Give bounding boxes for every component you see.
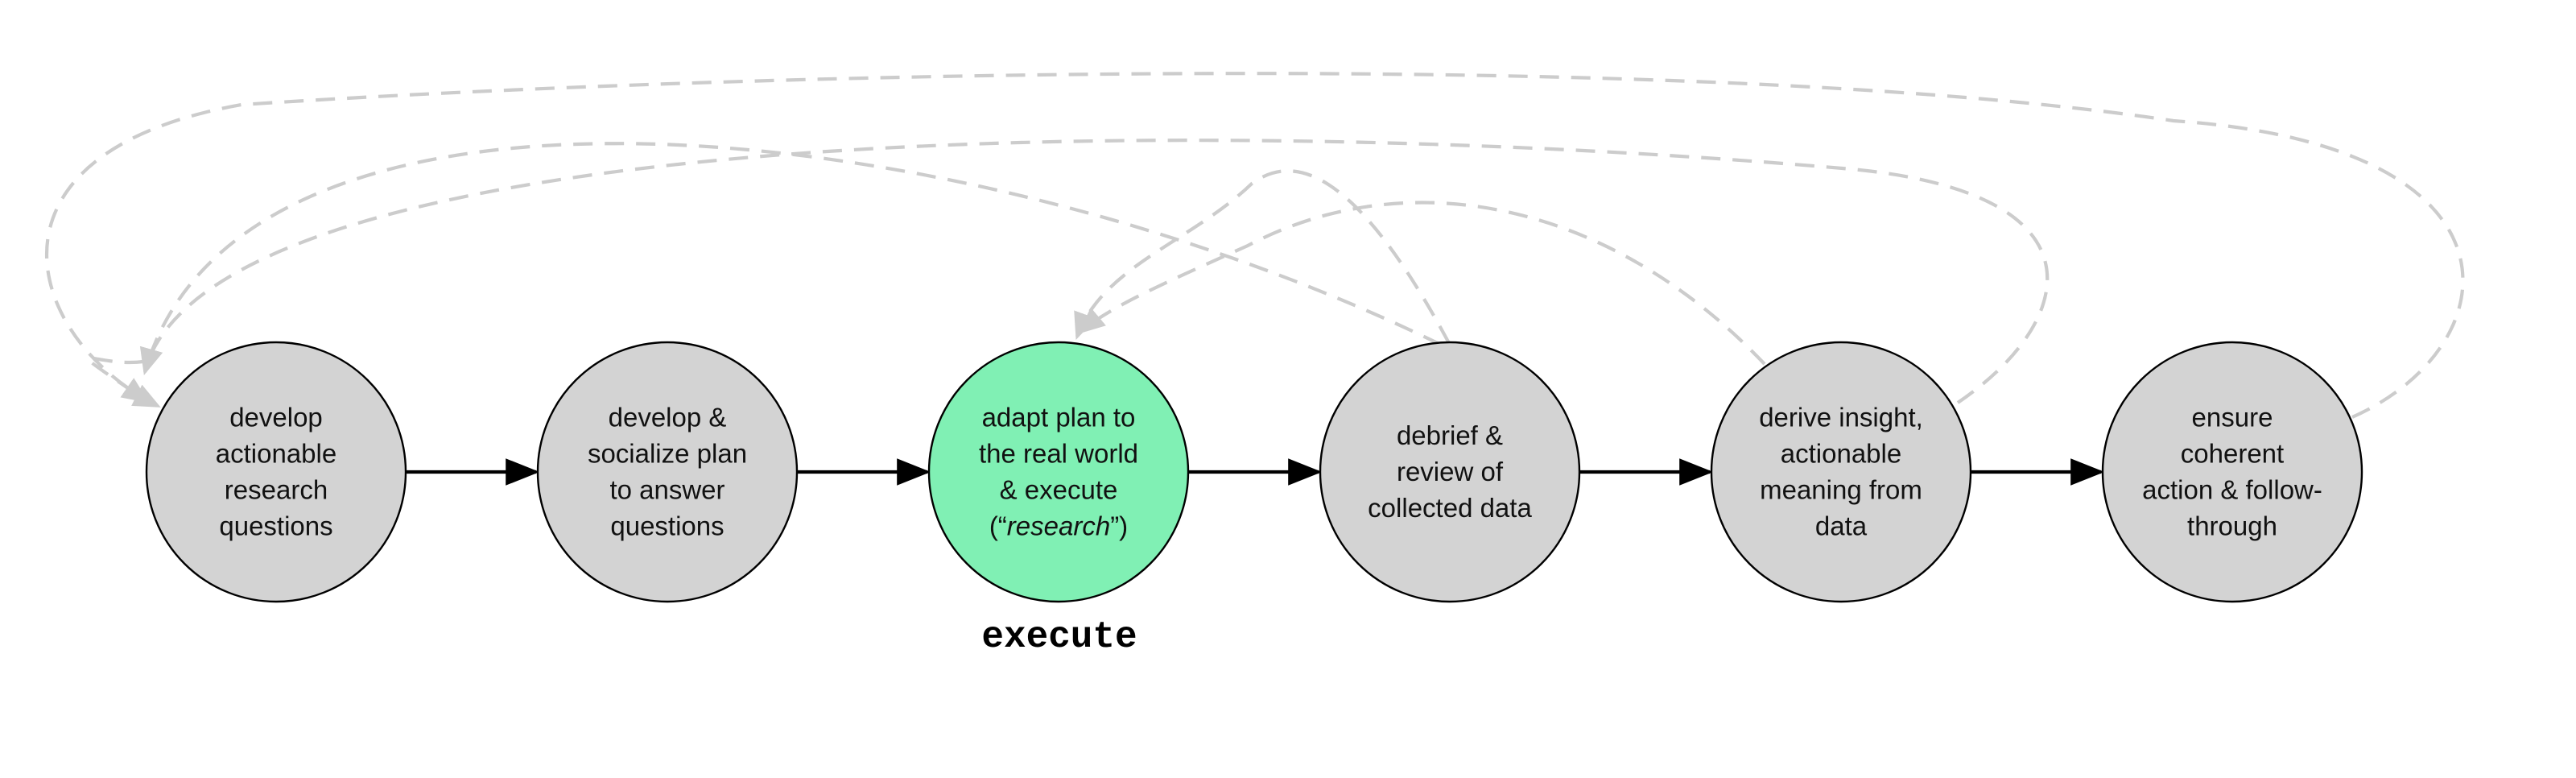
- node-questions: develop actionable research questions: [145, 341, 407, 603]
- feedback-edges: [45, 72, 2465, 419]
- node-label: develop actionable research questions: [216, 403, 336, 541]
- node-label-line: research: [225, 475, 328, 505]
- node-label-segment: develop: [229, 403, 323, 432]
- feedback-edge-follow-through-to-questions: [45, 72, 2465, 419]
- stage-caption: execute: [981, 616, 1137, 658]
- node-circle: [2101, 341, 2363, 603]
- node-label-line: (“research”): [989, 511, 1128, 541]
- feedback-edge-debrief-to-execute: [1074, 169, 1451, 344]
- node-label-line: meaning from: [1760, 475, 1922, 505]
- node-label-segment: action & follow-: [2142, 475, 2322, 505]
- node-label-line: coherent: [2181, 439, 2284, 469]
- node-label-line: actionable: [1781, 439, 1901, 469]
- node-circle: [145, 341, 407, 603]
- node-label-line: develop &: [609, 403, 727, 432]
- node-label-segment: debrief &: [1397, 420, 1503, 450]
- node-label-line: questions: [610, 511, 724, 541]
- node-label-line: questions: [219, 511, 332, 541]
- feedback-edge-insight-to-questions: [86, 139, 2050, 404]
- node-label-line: actionable: [216, 439, 336, 469]
- node-label-segment: coherent: [2181, 439, 2284, 469]
- feedback-edge-insight-to-execute: [1077, 201, 1766, 366]
- node-label-line: through: [2187, 511, 2277, 541]
- node-label: derive insight, actionable meaning from dat…: [1759, 403, 1923, 541]
- node-label-segment: data: [1815, 511, 1868, 541]
- node-label-segment: meaning from: [1760, 475, 1922, 505]
- node-label-line: collected data: [1368, 493, 1532, 523]
- node-circle: [1710, 341, 1972, 603]
- node-label-line: develop: [229, 403, 323, 432]
- node-label-line: the real world: [979, 439, 1138, 469]
- node-label-line: action & follow-: [2142, 475, 2322, 505]
- node-label-segment: develop &: [609, 403, 727, 432]
- node-label-segment: questions: [610, 511, 724, 541]
- node-label-segment: & execute: [1000, 475, 1118, 505]
- node-label-segment: actionable: [216, 439, 336, 469]
- node-label-segment: research: [225, 475, 328, 505]
- node-plan: develop & socialize plan to answer question…: [536, 341, 799, 603]
- feedback-edge-debrief-to-questions: [139, 142, 1442, 376]
- node-circle: [536, 341, 799, 603]
- node-follow-through: ensure coherent action & follow-through: [2101, 341, 2363, 603]
- node-label-segment: review of: [1397, 457, 1504, 486]
- node-label-line: derive insight,: [1759, 403, 1923, 432]
- node-label-segment: derive insight,: [1759, 403, 1923, 432]
- node-label-segment: the real world: [979, 439, 1138, 469]
- node-label-segment: actionable: [1781, 439, 1901, 469]
- node-insight: derive insight, actionable meaning from dat…: [1710, 341, 1972, 603]
- node-label-segment: ensure: [2192, 403, 2273, 432]
- node-label: ensure coherent action & follow-through: [2142, 403, 2322, 541]
- node-label-line: ensure: [2192, 403, 2273, 432]
- node-label-segment: through: [2187, 511, 2277, 541]
- node-label-line: socialize plan: [588, 439, 747, 469]
- node-label: develop & socialize plan to answer question…: [588, 403, 747, 541]
- node-label: adapt plan to the real world & execute (“re…: [979, 403, 1138, 541]
- node-label-line: review of: [1397, 457, 1504, 486]
- node-label: debrief & review of collected data: [1368, 420, 1532, 523]
- node-label-line: & execute: [1000, 475, 1118, 505]
- node-label-segment: socialize plan: [588, 439, 747, 469]
- node-debrief: debrief & review of collected data: [1319, 341, 1581, 603]
- node-label-segment: ”): [1110, 511, 1128, 541]
- node-label-segment: adapt plan to: [982, 403, 1136, 432]
- node-label-segment: research: [1007, 511, 1110, 541]
- node-circle: [927, 341, 1190, 603]
- node-label-segment: collected data: [1368, 493, 1532, 523]
- node-label-line: debrief &: [1397, 420, 1503, 450]
- node-label-line: adapt plan to: [982, 403, 1136, 432]
- node-execute: adapt plan to the real world & execute (“re…: [927, 341, 1190, 603]
- node-label-segment: questions: [219, 511, 332, 541]
- node-label-segment: to answer: [609, 475, 724, 505]
- node-label-line: data: [1815, 511, 1868, 541]
- node-label-segment: (“: [989, 511, 1007, 541]
- node-label-line: to answer: [609, 475, 724, 505]
- node-circle: [1319, 341, 1581, 603]
